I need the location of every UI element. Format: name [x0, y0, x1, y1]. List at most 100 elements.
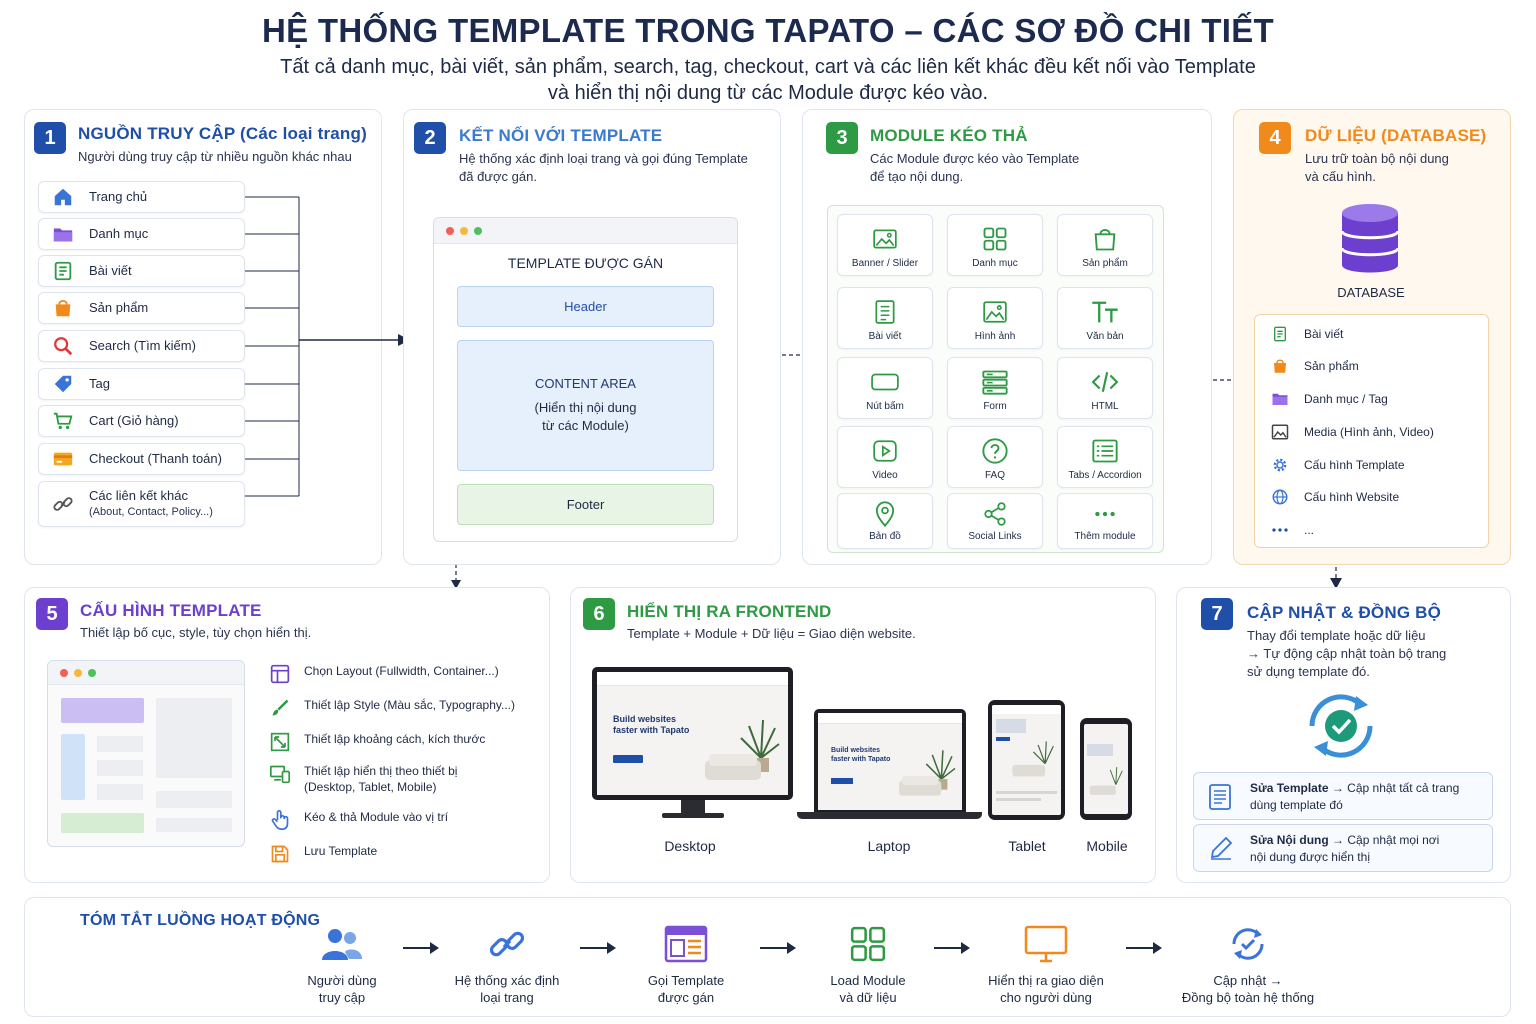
module-map[interactable]: Bản đồ [837, 493, 933, 549]
db-item-categories-tags[interactable]: Danh mục / Tag [1270, 389, 1388, 409]
db-item-more[interactable]: ... [1270, 520, 1314, 540]
folder-icon [51, 222, 75, 246]
db-item-label: Sản phẩm [1304, 359, 1359, 373]
module-label: HTML [1091, 401, 1119, 412]
module-video[interactable]: Video [837, 426, 933, 488]
source-item-tag[interactable]: Tag [38, 368, 245, 400]
module-product[interactable]: Sản phẩm [1057, 214, 1153, 276]
config-item-device-display[interactable]: Thiết lập hiển thị theo thiết bị(Desktop… [268, 763, 457, 795]
config-item-layout[interactable]: Chọn Layout (Fullwidth, Container...) [268, 663, 499, 685]
config-item-save[interactable]: Lưu Template [268, 843, 377, 865]
source-item-label-sub: (About, Contact, Policy...) [89, 506, 213, 518]
flow-step-line: cho người dùng [1000, 990, 1092, 1005]
hero-heading-block [996, 719, 1026, 733]
source-item-home[interactable]: Trang chủ [38, 181, 245, 213]
db-item-posts[interactable]: Bài viết [1270, 324, 1343, 344]
source-item-product[interactable]: Sản phẩm [38, 292, 245, 324]
module-text[interactable]: Văn bản [1057, 287, 1153, 349]
panel-desc: Người dùng truy cập từ nhiều nguồn khác … [78, 149, 352, 164]
template-footer-region[interactable]: Footer [457, 484, 714, 525]
hand-pointer-icon [268, 809, 292, 831]
module-image[interactable]: Hình ảnh [947, 287, 1043, 349]
panel-desc-line: đã được gán. [459, 169, 537, 184]
module-post[interactable]: Bài viết [837, 287, 933, 349]
step-badge-2: 2 [414, 122, 446, 154]
flow-step-user-access: Người dùng truy cập [282, 922, 402, 1006]
flow-step-line: Hiển thị ra giao diện [988, 973, 1104, 988]
source-item-label: Search (Tìm kiếm) [89, 338, 196, 353]
module-form[interactable]: Form [947, 357, 1043, 419]
window-titlebar [48, 661, 244, 685]
source-item-category[interactable]: Danh mục [38, 218, 245, 250]
source-item-post[interactable]: Bài viết [38, 255, 245, 287]
source-item-other-links[interactable]: Các liên kết khác(About, Contact, Policy… [38, 481, 245, 527]
laptop-base [797, 812, 982, 819]
credit-card-icon [51, 447, 75, 471]
module-button[interactable]: Nút bấm [837, 357, 933, 419]
link-icon [51, 492, 75, 516]
window-dot-green [88, 668, 96, 677]
flow-arrow [934, 942, 970, 954]
flow-step-update-sync: Cập nhật → Đồng bộ toàn hệ thống [1175, 922, 1321, 1006]
panel-desc-line: và cấu hình. [1305, 169, 1376, 184]
panel-desc: Hệ thống xác định loại trang và gọi đúng… [459, 150, 748, 186]
config-item-style[interactable]: Thiết lập Style (Màu sắc, Typography...) [268, 697, 515, 719]
preview-block-line [156, 818, 232, 832]
window-dot-red [60, 668, 68, 677]
module-add-more[interactable]: Thêm module [1057, 493, 1153, 549]
sync-text-rest: → Cập nhật tất cả trang [1328, 781, 1460, 795]
config-item-label: Kéo & thả Module vào vị trí [304, 810, 449, 824]
module-banner-slider[interactable]: Banner / Slider [837, 214, 933, 276]
sofa-plant-illustration [1089, 767, 1123, 795]
folder-icon [1270, 389, 1290, 409]
template-header-region[interactable]: Header [457, 286, 714, 327]
flow-arrow [403, 942, 439, 954]
source-item-search[interactable]: Search (Tìm kiếm) [38, 330, 245, 362]
hero-heading: Build websites faster with Tapato [613, 714, 689, 736]
db-item-template-config[interactable]: Cấu hình Template [1270, 455, 1405, 475]
button-icon [838, 367, 932, 397]
text-line [996, 791, 1057, 794]
module-label: Bản đồ [869, 531, 901, 542]
module-social-links[interactable]: Social Links [947, 493, 1043, 549]
db-item-media[interactable]: Media (Hình ảnh, Video) [1270, 422, 1434, 442]
flow-step-call-template: Gọi Template được gán [626, 922, 746, 1006]
preview-block-column [61, 734, 85, 800]
database-icon [1340, 203, 1400, 280]
flow-step-line: loại trang [480, 990, 534, 1005]
form-icon [948, 367, 1042, 397]
home-icon [51, 185, 75, 209]
sync-text-line: Sửa Nội dung → Cập nhật mọi nơi [1250, 832, 1439, 849]
source-item-checkout[interactable]: Checkout (Thanh toán) [38, 443, 245, 475]
module-html[interactable]: HTML [1057, 357, 1153, 419]
device-label-laptop: Laptop [867, 838, 911, 854]
module-label: Social Links [968, 531, 1022, 542]
preview-block-line [97, 784, 143, 800]
source-item-cart[interactable]: Cart (Giỏ hàng) [38, 405, 245, 437]
config-item-spacing[interactable]: Thiết lập khoảng cách, kích thước [268, 731, 485, 753]
db-item-label: Cấu hình Website [1304, 490, 1400, 504]
panel-title: CẬP NHẬT & ĐỒNG BỘ [1247, 603, 1442, 622]
panel-summary-flow [24, 897, 1511, 1017]
page-title: HỆ THỐNG TEMPLATE TRONG TAPATO – CÁC SƠ … [261, 12, 1275, 49]
panel-desc-line: Hệ thống xác định loại trang và gọi đúng… [459, 151, 748, 166]
code-icon [1058, 367, 1152, 397]
sofa-plant-illustration [899, 750, 956, 796]
module-faq[interactable]: FAQ [947, 426, 1043, 488]
panel-desc-line: Các Module được kéo vào Template [870, 151, 1080, 166]
db-item-website-config[interactable]: Cấu hình Website [1270, 487, 1399, 507]
db-item-products[interactable]: Sản phẩm [1270, 356, 1359, 376]
flow-step-line: Load Module [830, 973, 906, 988]
module-tabs-accordion[interactable]: Tabs / Accordion [1057, 426, 1153, 488]
subtitle-line: và hiển thị nội dung từ các Module được … [547, 82, 989, 104]
config-item-drag-drop[interactable]: Kéo & thả Module vào vị trí [268, 809, 448, 831]
window-titlebar [434, 218, 737, 244]
module-category[interactable]: Danh mục [947, 214, 1043, 276]
grid-icon [948, 224, 1042, 254]
template-content-area[interactable]: CONTENT AREA (Hiển thị nội dung từ các M… [457, 340, 714, 471]
preview-block-line [156, 791, 232, 808]
flow-step-render-ui: Hiển thị ra giao diện cho người dùng [980, 922, 1112, 1006]
step-badge-7: 7 [1201, 598, 1233, 630]
sync-edit-template[interactable]: Sửa Template → Cập nhật tất cả trang dùn… [1193, 772, 1493, 820]
sync-edit-content[interactable]: Sửa Nội dung → Cập nhật mọi nơi nội dung… [1193, 824, 1493, 872]
